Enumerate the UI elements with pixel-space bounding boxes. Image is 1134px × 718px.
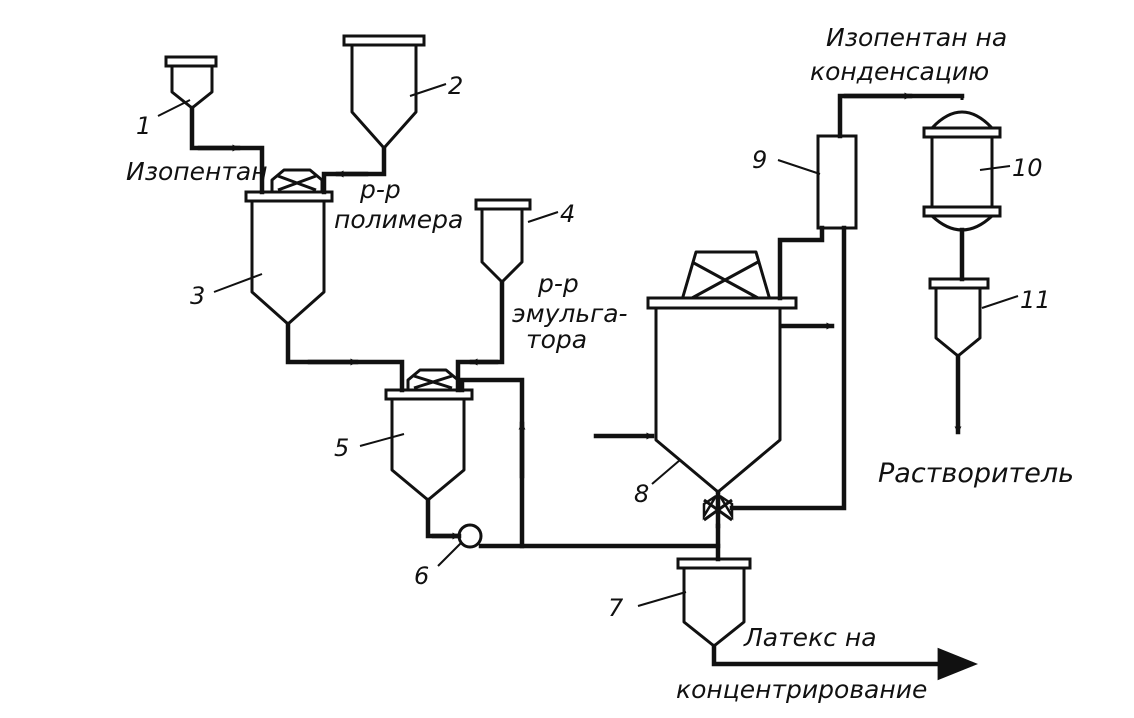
label-latex-out-line1: Латекс на bbox=[743, 623, 877, 652]
label-isopentane-out-line2: конденсацию bbox=[810, 57, 989, 86]
label-polymer-solution-line2: полимера bbox=[334, 205, 463, 234]
vessel-2-polymer-solution-tank bbox=[342, 34, 426, 150]
valve-8 bbox=[702, 489, 734, 529]
vessel-11-solvent-receiver bbox=[928, 277, 990, 358]
label-solvent: Растворитель bbox=[878, 458, 1074, 489]
number-10: 10 bbox=[1012, 154, 1043, 182]
label-emulsifier-line2: эмульга- bbox=[512, 299, 628, 328]
equipment-numbers: 1 2 3 4 5 6 7 8 9 10 11 bbox=[136, 72, 1051, 622]
label-isopentane-in: Изопентан bbox=[126, 157, 268, 186]
number-1: 1 bbox=[136, 112, 151, 140]
vessel-9-separator bbox=[816, 134, 858, 230]
vessel-7-latex-receiver bbox=[676, 557, 752, 648]
vessel-3-mixer bbox=[244, 168, 334, 326]
number-4: 4 bbox=[560, 200, 575, 228]
number-8: 8 bbox=[634, 480, 649, 508]
label-polymer-solution-line1: р-р bbox=[359, 175, 401, 204]
number-7: 7 bbox=[608, 594, 624, 622]
stream-labels: Изопентан р-р полимера р-р эмульга- тора… bbox=[126, 23, 1074, 704]
number-9: 9 bbox=[752, 146, 767, 174]
number-11: 11 bbox=[1020, 286, 1051, 314]
label-isopentane-out-line1: Изопентан на bbox=[826, 23, 1007, 52]
label-emulsifier-line3: тора bbox=[526, 325, 587, 354]
vessel-8-stripper bbox=[646, 250, 798, 494]
number-3: 3 bbox=[190, 282, 205, 310]
vessel-1-isopentane-tank bbox=[164, 55, 218, 110]
number-2: 2 bbox=[448, 72, 463, 100]
pipelines bbox=[189, 92, 979, 681]
vessel-4-emulsifier-tank bbox=[474, 198, 532, 284]
pump-6 bbox=[457, 523, 483, 549]
number-6: 6 bbox=[414, 562, 429, 590]
label-latex-out-line2: концентрирование bbox=[676, 675, 927, 704]
vessel-10-condenser bbox=[922, 96, 1002, 232]
number-5: 5 bbox=[334, 434, 349, 462]
leader-lines bbox=[157, 83, 1019, 607]
label-emulsifier-line1: р-р bbox=[537, 269, 579, 298]
